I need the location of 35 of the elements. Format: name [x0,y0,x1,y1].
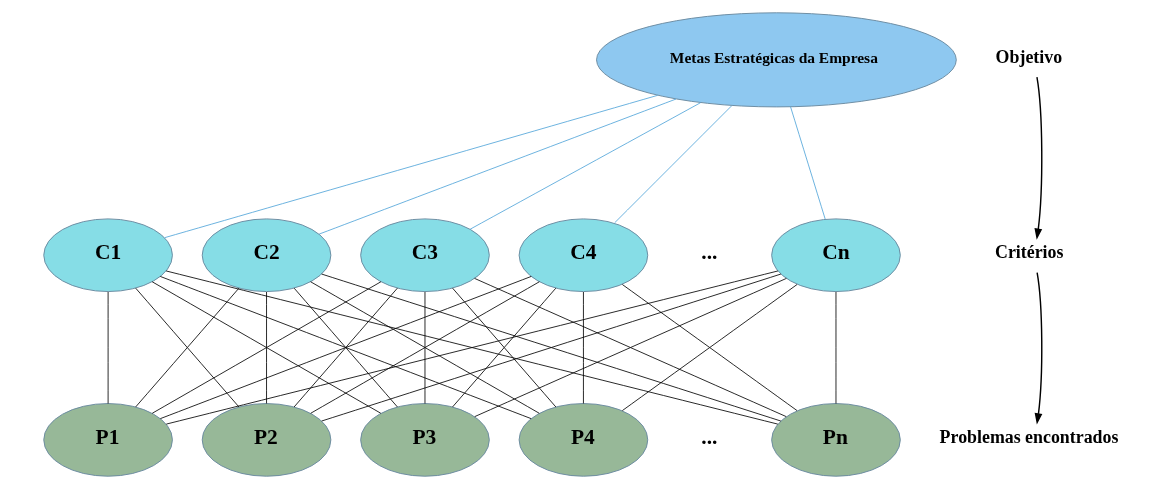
node-text: Critérios [995,242,1064,263]
node-ellipse: C1 [43,218,173,293]
arrow [1034,271,1043,425]
connector [790,106,826,220]
node-ellipse: C4 [518,218,649,293]
node-ellipse: P4 [518,403,649,477]
node-ellipse: C3 [360,218,490,293]
node-text: Objetivo [995,46,1063,67]
connector [164,94,659,239]
node-ellipse: C2 [201,218,332,293]
connector [469,102,701,230]
connector [266,291,267,404]
connector [165,270,779,425]
connector [293,287,398,408]
label: ... [701,240,718,265]
connector [621,284,798,411]
connector [321,273,782,422]
connector [583,291,584,404]
connector [614,105,733,224]
label: ... [701,424,718,449]
connector [474,278,787,418]
arrow [1034,76,1043,240]
connector [452,287,557,408]
node-ellipse: P3 [360,403,490,477]
connector [318,98,677,235]
connector [424,291,426,404]
node-ellipse: Cn [771,218,901,293]
node-ellipse: Pn [771,403,901,477]
node-ellipse: P1 [43,403,173,477]
connector [310,281,540,414]
connector [135,287,240,408]
node-ellipse: Metas Estratégicas da Empresa [596,12,957,108]
node-text: Problemas encontrados [939,426,1119,447]
connector [151,281,382,414]
node-ellipse: P2 [201,403,332,477]
